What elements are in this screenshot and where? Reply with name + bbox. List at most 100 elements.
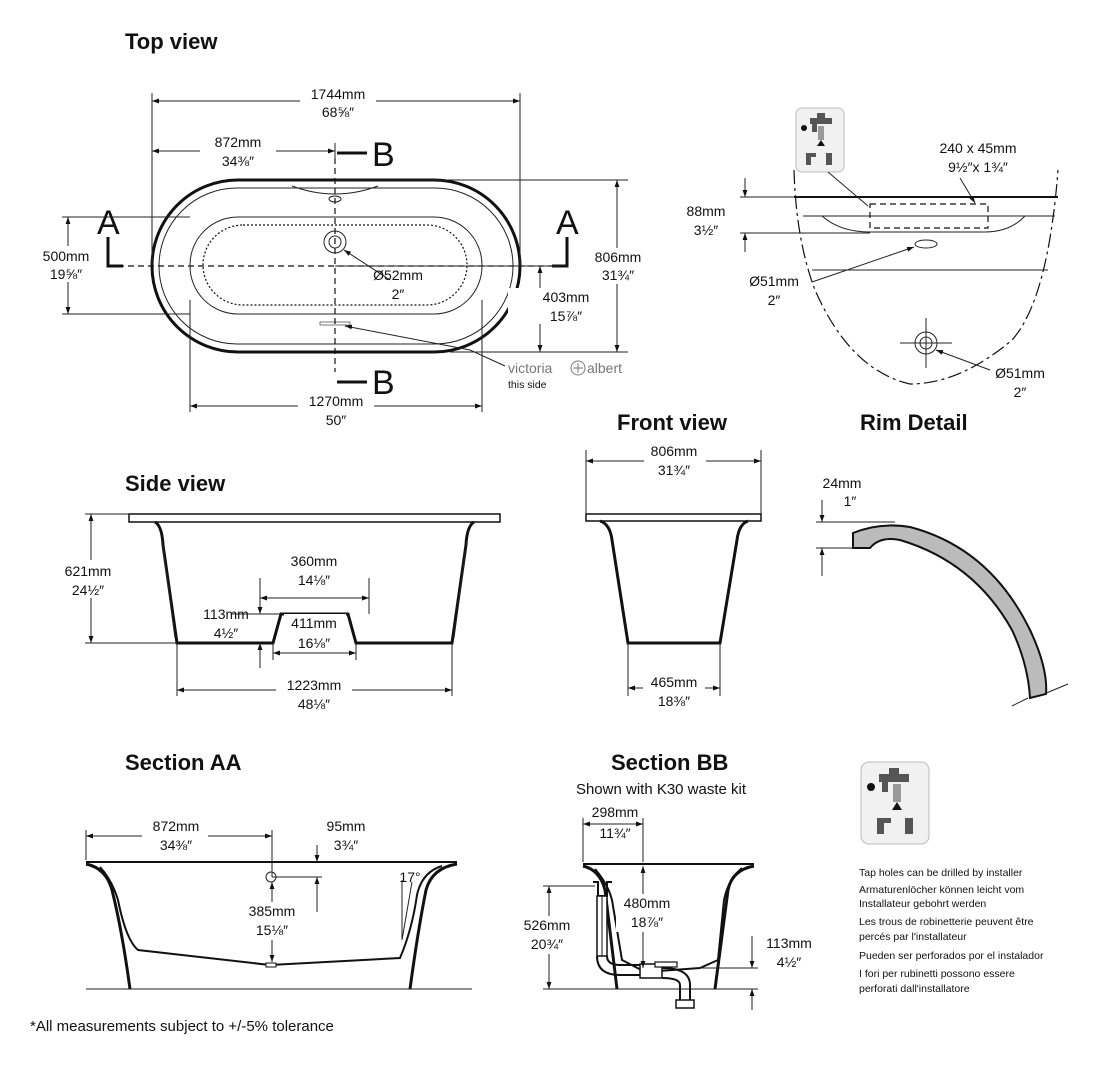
tap-note-line-5: percés par l'installateur bbox=[859, 931, 967, 943]
dim-side-base-mm: 1223mm bbox=[287, 677, 341, 693]
dim-aa-half-in: 34⅜″ bbox=[160, 837, 192, 853]
tap-note-line-3: Installateur gebohrt werden bbox=[859, 898, 986, 910]
dim-bb-step-mm: 113mm bbox=[766, 935, 812, 951]
dim-width-mm: 806mm bbox=[595, 249, 642, 265]
heading-side-view: Side view bbox=[125, 471, 226, 496]
dim-side-base-in: 48⅛″ bbox=[298, 696, 330, 712]
dim-front-base-mm: 465mm bbox=[651, 674, 698, 690]
tap-detail: 240 x 45mm 9½″x 1¾″ 88mm 3½″ Ø51mm 2″ Ø5… bbox=[687, 107, 1059, 400]
leader-hole-size bbox=[959, 177, 976, 204]
dim-length-in: 68⅝″ bbox=[322, 104, 354, 120]
dim-bb-height-mm: 526mm bbox=[524, 917, 571, 933]
dim-hole-in: 9½″x 1¾″ bbox=[948, 159, 1008, 175]
leader-tap-hole bbox=[827, 171, 869, 207]
tap-note-line-4: Les trous de robinetterie peuvent être bbox=[859, 916, 1034, 928]
dim-waste-detail-mm: Ø51mm bbox=[995, 365, 1045, 381]
heading-rim-detail: Rim Detail bbox=[860, 410, 968, 435]
brand-note: this side bbox=[508, 379, 547, 391]
dim-side-plinth-in: 16⅛″ bbox=[298, 635, 330, 651]
tap-note-line-1: Tap holes can be drilled by installer bbox=[859, 867, 1023, 879]
section-bb-left-wall bbox=[582, 864, 619, 990]
section-aa: 17° 872mm 34⅜″ 95mm 3¾″ 385mm 15⅛″ bbox=[85, 818, 472, 990]
dim-aa-angle: 17° bbox=[399, 869, 420, 885]
rim-detail: 24mm 1″ bbox=[816, 475, 1069, 707]
heading-section-aa: Section AA bbox=[125, 750, 242, 775]
dim-half-mm: 872mm bbox=[215, 134, 262, 150]
brand-name-right: albert bbox=[587, 360, 622, 376]
side-rim bbox=[128, 513, 501, 523]
brand-name-left: victoria bbox=[508, 360, 553, 376]
dim-side-height-in: 24½″ bbox=[72, 582, 104, 598]
section-aa-basin bbox=[99, 865, 443, 967]
dim-side-step-in: 4½″ bbox=[214, 625, 238, 641]
tap-note-line-2: Armaturenlöcher können leicht vom bbox=[859, 884, 1024, 896]
top-view: A A B B 1744mm 68⅝″ 872mm 34⅜″ 806mm 31¾… bbox=[40, 86, 648, 428]
heading-top-view: Top view bbox=[125, 29, 218, 54]
dim-inner-width-in: 19⅝″ bbox=[50, 266, 82, 282]
dim-offset-mm: 403mm bbox=[543, 289, 590, 305]
dim-front-width-mm: 806mm bbox=[651, 443, 698, 459]
front-body-outline bbox=[599, 519, 749, 645]
tap-deck-profile bbox=[803, 215, 1055, 233]
leader-waste-detail bbox=[935, 349, 991, 371]
dim-side-height-mm: 621mm bbox=[65, 563, 112, 579]
side-view: 621mm 24½″ 360mm 14⅛″ 113mm 4½″ 411mm 16… bbox=[60, 513, 501, 714]
tap-note-line-7: I fori per rubinetti possono essere bbox=[859, 968, 1015, 980]
dim-rim-in: 1″ bbox=[844, 493, 857, 509]
section-bb-basin bbox=[594, 867, 743, 974]
tap-icon bbox=[801, 113, 832, 165]
dim-hole-mm: 240 x 45mm bbox=[939, 140, 1016, 156]
front-view: 806mm 31¾″ 465mm 18⅜″ bbox=[585, 440, 762, 710]
dim-side-step-mm: 113mm bbox=[203, 606, 249, 622]
dim-bb-depth-mm: 480mm bbox=[624, 895, 671, 911]
dim-bb-step-in: 4½″ bbox=[777, 954, 801, 970]
tap-note-line-8: perforati dall'installatore bbox=[859, 983, 970, 995]
leader-overflow bbox=[811, 246, 915, 283]
marker-b-bottom: B bbox=[372, 364, 395, 402]
base-footprint-dotted bbox=[202, 224, 468, 306]
dim-inner-width-mm: 500mm bbox=[43, 248, 90, 264]
section-bb: 298mm 11¾″ 526mm 20¾″ 480mm 18⅞″ 113mm 4… bbox=[518, 804, 812, 1010]
dim-aa-depth-mm: 385mm bbox=[249, 903, 296, 919]
tap-note-icon bbox=[867, 768, 913, 834]
dim-bb-width-in: 11¾″ bbox=[599, 825, 630, 841]
dim-depth-in: 3½″ bbox=[694, 222, 718, 238]
overflow-hole-detail bbox=[914, 239, 938, 249]
dim-side-plinth-mm: 411mm bbox=[291, 615, 337, 631]
dim-front-width-in: 31¾″ bbox=[658, 462, 690, 478]
tolerance-footnote: *All measurements subject to +/-5% toler… bbox=[30, 1018, 334, 1035]
dim-half-in: 34⅜″ bbox=[222, 153, 254, 169]
dim-front-base-in: 18⅜″ bbox=[658, 693, 690, 709]
dim-base-in: 50″ bbox=[326, 412, 347, 428]
marker-b-top: B bbox=[372, 136, 395, 174]
dim-length-mm: 1744mm bbox=[311, 86, 365, 102]
dim-bb-height-in: 20¾″ bbox=[531, 936, 563, 952]
section-aa-left-wall bbox=[85, 862, 132, 990]
marker-a-left-bracket bbox=[106, 237, 123, 268]
waste-kit bbox=[593, 881, 695, 1009]
dim-depth-mm: 88mm bbox=[687, 203, 726, 219]
bowl-outline bbox=[793, 169, 1059, 385]
section-aa-right-wall bbox=[408, 862, 458, 990]
heading-section-bb: Section BB bbox=[611, 750, 728, 775]
marker-a-left: A bbox=[97, 204, 120, 242]
brand-plus-icon bbox=[570, 360, 586, 376]
leader-brand bbox=[344, 325, 506, 367]
dim-waste-detail-in: 2″ bbox=[1014, 384, 1027, 400]
angle-slope bbox=[401, 881, 413, 941]
marker-a-right: A bbox=[556, 204, 579, 242]
dim-side-top-mm: 360mm bbox=[291, 553, 338, 569]
dim-width-in: 31¾″ bbox=[602, 267, 634, 283]
tap-note-line-6: Pueden ser perforados por el instalador bbox=[859, 950, 1044, 962]
dim-base-mm: 1270mm bbox=[309, 393, 363, 409]
dim-waste-mm: Ø52mm bbox=[373, 267, 423, 283]
dim-rim-mm: 24mm bbox=[823, 475, 862, 491]
tap-note: Tap holes can be drilled by installer Ar… bbox=[859, 761, 1044, 995]
dim-overflow-mm: Ø51mm bbox=[749, 273, 799, 289]
dim-aa-overflow-mm: 95mm bbox=[327, 818, 366, 834]
dim-aa-half-mm: 872mm bbox=[153, 818, 200, 834]
rim-profile bbox=[852, 524, 1048, 700]
tap-hole-area bbox=[869, 203, 989, 229]
front-rim bbox=[585, 513, 762, 522]
